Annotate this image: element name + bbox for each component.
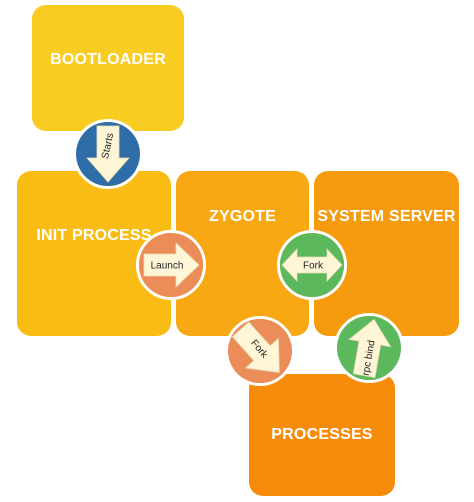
node-bootloader: BOOTLOADER — [32, 5, 184, 131]
node-init-process-label: INIT PROCESS — [36, 227, 152, 244]
node-system-server-label: SYSTEM SERVER — [317, 208, 456, 225]
connector-starts-label: Starts — [100, 132, 116, 160]
connector-fork-down-arrow-group — [231, 321, 280, 374]
connector-fork-down: Fork — [225, 316, 295, 386]
connector-rpc-bind-arrow — [348, 318, 392, 378]
arrow-down-icon: Starts — [76, 122, 140, 186]
connector-launch: Launch — [136, 230, 206, 300]
connector-rpc-bind-arrow-group — [348, 318, 392, 378]
connector-fork-horizontal-arrow — [281, 247, 343, 283]
connector-rpc-bind: rpc bind — [334, 313, 404, 383]
connector-fork-horizontal-label: Fork — [303, 261, 324, 272]
arrow-up-icon: rpc bind — [337, 316, 401, 380]
arrow-down-right-icon: Fork — [228, 319, 292, 383]
connector-launch-label: Launch — [151, 261, 184, 272]
arrow-right-icon: Launch — [139, 233, 203, 297]
node-bootloader-label: BOOTLOADER — [50, 51, 166, 68]
connector-starts: Starts — [73, 119, 143, 189]
connector-fork-horizontal: Fork — [277, 230, 347, 300]
node-zygote-label: ZYGOTE — [209, 208, 276, 225]
connector-fork-down-arrow — [231, 321, 280, 374]
connector-launch-arrow — [143, 242, 200, 288]
connector-starts-arrow — [86, 125, 130, 183]
node-processes-label: PROCESSES — [271, 426, 373, 443]
node-processes: PROCESSES — [249, 374, 395, 496]
double-arrow-horizontal-icon: Fork — [280, 233, 344, 297]
